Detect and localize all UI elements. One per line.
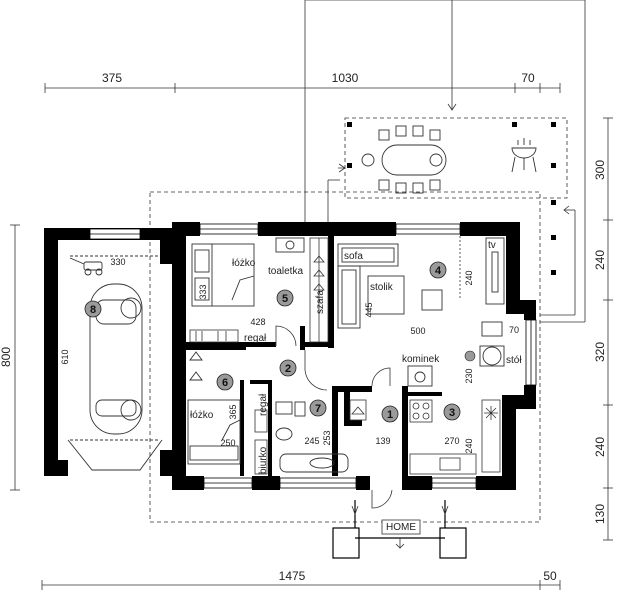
dressing-table-label: toaletka xyxy=(268,266,303,277)
door-1-swing xyxy=(371,367,391,387)
dining-table-label: stół xyxy=(506,355,522,366)
room-number-8: 8 xyxy=(90,304,96,316)
wardrobe-label: szafa xyxy=(315,290,326,314)
pergola-posts xyxy=(347,122,556,275)
wardrobe-1 xyxy=(349,399,367,421)
bed-6 xyxy=(187,351,241,465)
bathroom-fixtures xyxy=(275,401,349,473)
kitchen-units xyxy=(409,399,501,475)
dim-bottom-1475: 1475 xyxy=(279,569,306,583)
fireplace-label: kominek xyxy=(402,354,440,365)
room-marker-4 xyxy=(429,261,447,279)
room-4-height: 240 xyxy=(464,270,474,285)
room-3-depth: 240 xyxy=(464,438,474,453)
room-number-5: 5 xyxy=(282,293,288,305)
room-1-width: 139 xyxy=(375,436,390,446)
room-marker-3 xyxy=(443,403,461,421)
room-number-1: 1 xyxy=(387,409,393,421)
room-number-6: 6 xyxy=(222,377,228,389)
coffee-table-label: stolik xyxy=(370,282,394,293)
shelf-6 xyxy=(254,409,268,475)
garage-height: 610 xyxy=(60,349,70,364)
tv-label: tv xyxy=(488,240,496,251)
bed-5-label: łóżko xyxy=(232,258,256,269)
sofa xyxy=(337,243,399,329)
dim-right-240a: 240 xyxy=(593,250,607,270)
room-5-height: 333 xyxy=(198,284,208,299)
shelf-5 xyxy=(189,329,239,343)
dim-top-70: 70 xyxy=(521,71,535,85)
tv-unit xyxy=(485,237,505,305)
lawnmower-icon xyxy=(69,257,103,276)
kitchen-70: 70 xyxy=(509,325,519,335)
room-marker-8 xyxy=(84,300,102,318)
dining-table xyxy=(479,321,505,367)
bed-5 xyxy=(191,243,255,307)
room-marker-2 xyxy=(279,359,297,377)
entry-door-swing xyxy=(371,489,393,509)
shelf-6-label: regał xyxy=(258,393,269,416)
armchair xyxy=(421,289,443,311)
dim-right-320: 320 xyxy=(593,342,607,362)
home-sign xyxy=(381,519,421,535)
grill-icon xyxy=(511,138,537,173)
porch-arrows xyxy=(351,505,449,549)
door-5-swing xyxy=(275,325,297,347)
home-sign-label: HOME xyxy=(386,522,416,533)
fireplace-icon xyxy=(407,365,433,387)
room-number-3: 3 xyxy=(449,407,455,419)
porch xyxy=(332,500,467,559)
shelf-5-label: regał xyxy=(244,333,267,344)
coffee-table xyxy=(367,275,405,315)
desk-label: biurko xyxy=(258,446,269,474)
room-number-4: 4 xyxy=(435,265,442,277)
room-marker-1 xyxy=(381,405,399,423)
room-number-2: 2 xyxy=(285,363,291,375)
wardrobe-5 xyxy=(309,237,329,343)
dim-top-1030: 1030 xyxy=(332,71,359,85)
dim-right-240b: 240 xyxy=(593,437,607,457)
room-4-depth: 445 xyxy=(364,302,374,317)
roof-outline xyxy=(149,0,586,523)
room-marker-7 xyxy=(309,399,327,417)
bed-6-label: łóżko xyxy=(190,410,214,421)
dim-right-130: 130 xyxy=(593,504,607,524)
room-marker-5 xyxy=(276,289,294,307)
fireplace-marker-icon xyxy=(464,350,476,362)
room-6-height: 365 xyxy=(228,404,238,419)
dim-top-375: 375 xyxy=(102,71,122,85)
room-marker-6 xyxy=(216,373,234,391)
dim-right-300: 300 xyxy=(593,160,607,180)
dim-bottom-50: 50 xyxy=(543,569,557,583)
garage-car xyxy=(67,255,163,471)
dimension-lines xyxy=(10,83,613,590)
room-5-width: 428 xyxy=(250,317,265,327)
terrace-table xyxy=(361,125,447,194)
room-6-width: 250 xyxy=(220,438,235,448)
door-2-swing xyxy=(304,350,328,391)
room-7-height: 253 xyxy=(322,430,332,445)
room-7-width: 245 xyxy=(304,436,319,446)
sofa-label: sofa xyxy=(344,251,363,262)
room-3-height: 230 xyxy=(464,368,474,383)
dim-left-800: 800 xyxy=(0,347,13,367)
room-number-7: 7 xyxy=(315,403,321,415)
dressing-table xyxy=(275,237,305,253)
garage-width: 330 xyxy=(110,257,125,267)
windows xyxy=(89,223,537,489)
room-4-width: 500 xyxy=(410,326,425,336)
room-3-width: 270 xyxy=(444,436,459,446)
